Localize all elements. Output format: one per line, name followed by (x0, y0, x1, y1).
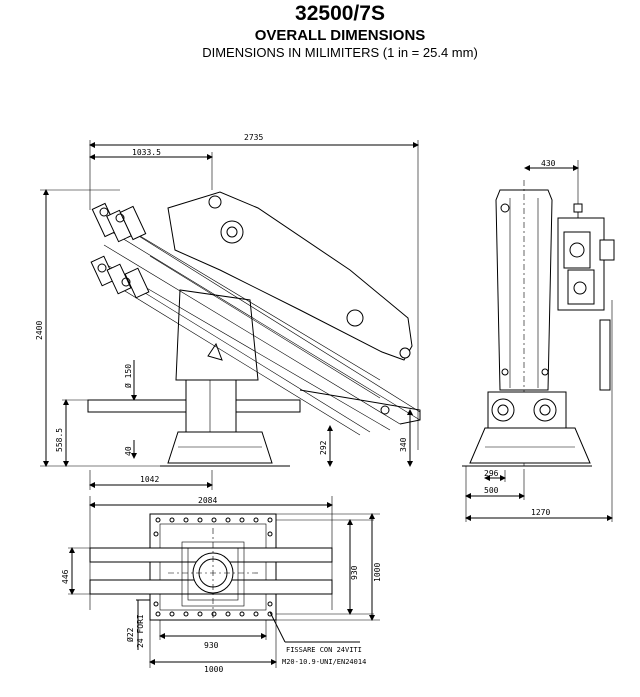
plan-view: 2084 446 930 1000 (61, 496, 382, 674)
front-offset-mid: 500 (484, 486, 499, 495)
side-overall-length: 2735 (244, 133, 263, 142)
side-base-length: 1042 (140, 475, 159, 484)
drawing-title: 32500/7S (295, 2, 385, 25)
plan-hole-count: 24 FORI (136, 614, 145, 648)
side-view: 2735 1033.5 2400 558.5 Ø 150 40 1042 292… (35, 133, 421, 490)
side-column-diameter: Ø 150 (123, 364, 133, 388)
plan-outer-width: 1000 (204, 665, 223, 674)
side-reach-offset: 1033.5 (132, 148, 161, 157)
mount-note-line1: FISSARE CON 24VITI (286, 646, 362, 654)
side-stand-height: 340 (399, 437, 408, 452)
plan-rail-spacing: 446 (61, 569, 70, 584)
front-view: 430 (462, 159, 615, 522)
side-base-plate: 40 (124, 446, 133, 456)
side-overall-height: 2400 (35, 321, 44, 340)
plan-inner-width: 930 (204, 641, 219, 650)
front-top-width: 430 (541, 159, 556, 168)
hydraulic-valve-block (557, 203, 615, 391)
mount-note-line2: M20-10.9-UNI/EN24014 (282, 658, 366, 666)
units-note: DIMENSIONS IN MILIMITERS (1 in = 25.4 mm… (202, 45, 478, 60)
plan-hole-diameter: Ø22 (125, 627, 135, 642)
plan-inner-depth: 930 (350, 565, 359, 580)
drawing-subtitle: OVERALL DIMENSIONS (254, 27, 426, 44)
plan-outer-depth: 1000 (373, 563, 382, 582)
plan-overall-length: 2084 (198, 496, 217, 505)
front-overall-width: 1270 (531, 508, 550, 517)
side-boom-clearance: 292 (319, 440, 328, 455)
side-base-height: 558.5 (55, 428, 64, 452)
boom-head (90, 202, 150, 299)
front-offset-small: 296 (484, 469, 499, 478)
